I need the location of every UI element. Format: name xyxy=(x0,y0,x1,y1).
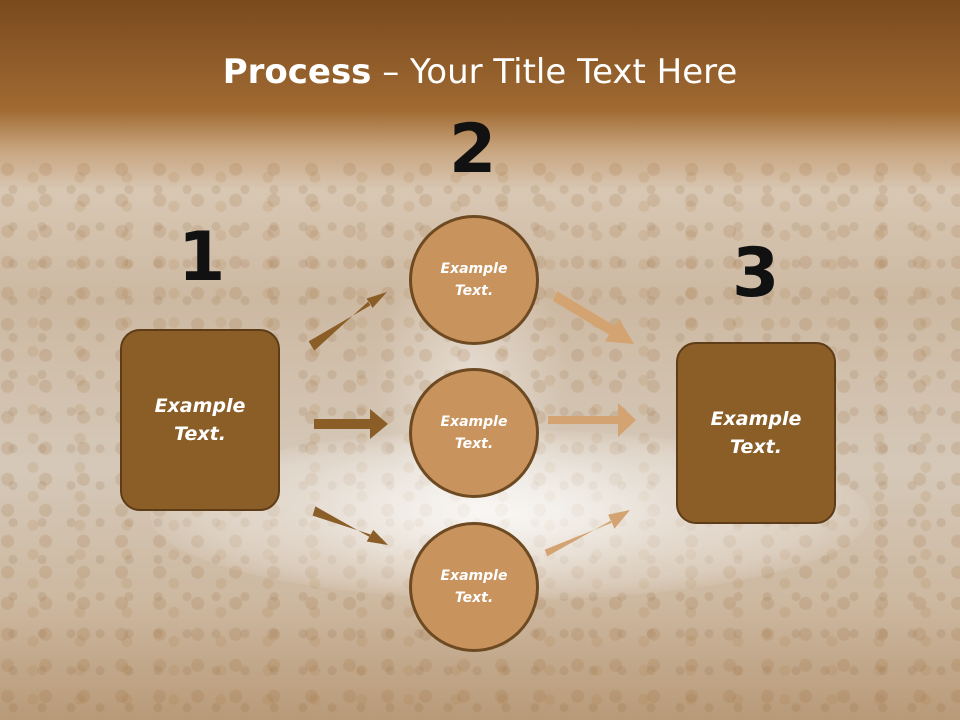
step-number-3: 3 xyxy=(732,234,780,313)
step2-circle-top: Example Text. xyxy=(409,215,539,345)
arrow-top-to-right xyxy=(552,291,634,344)
title-rest: – Your Title Text Here xyxy=(371,52,738,92)
arrow-left-to-top xyxy=(308,292,387,351)
title-bold: Process xyxy=(222,52,372,92)
slide-title: Process – Your Title Text Here xyxy=(0,52,960,92)
circle-bottom-text: Example Text. xyxy=(440,567,508,606)
step2-circle-middle: Example Text. xyxy=(409,368,539,498)
step1-box-text: Example Text. xyxy=(154,394,246,446)
step-number-1: 1 xyxy=(178,218,226,297)
arrow-left-to-middle xyxy=(314,409,388,439)
circle-middle-text: Example Text. xyxy=(440,413,508,452)
step2-circle-bottom: Example Text. xyxy=(409,522,539,652)
step3-box-text: Example Text. xyxy=(710,407,802,459)
arrow-middle-to-right xyxy=(548,403,636,437)
step3-box: Example Text. xyxy=(676,342,836,524)
step1-box: Example Text. xyxy=(120,329,280,511)
arrow-bottom-to-right xyxy=(544,510,630,557)
step-number-2: 2 xyxy=(449,110,497,189)
circle-top-text: Example Text. xyxy=(440,260,508,299)
arrow-left-to-bottom xyxy=(312,506,388,545)
